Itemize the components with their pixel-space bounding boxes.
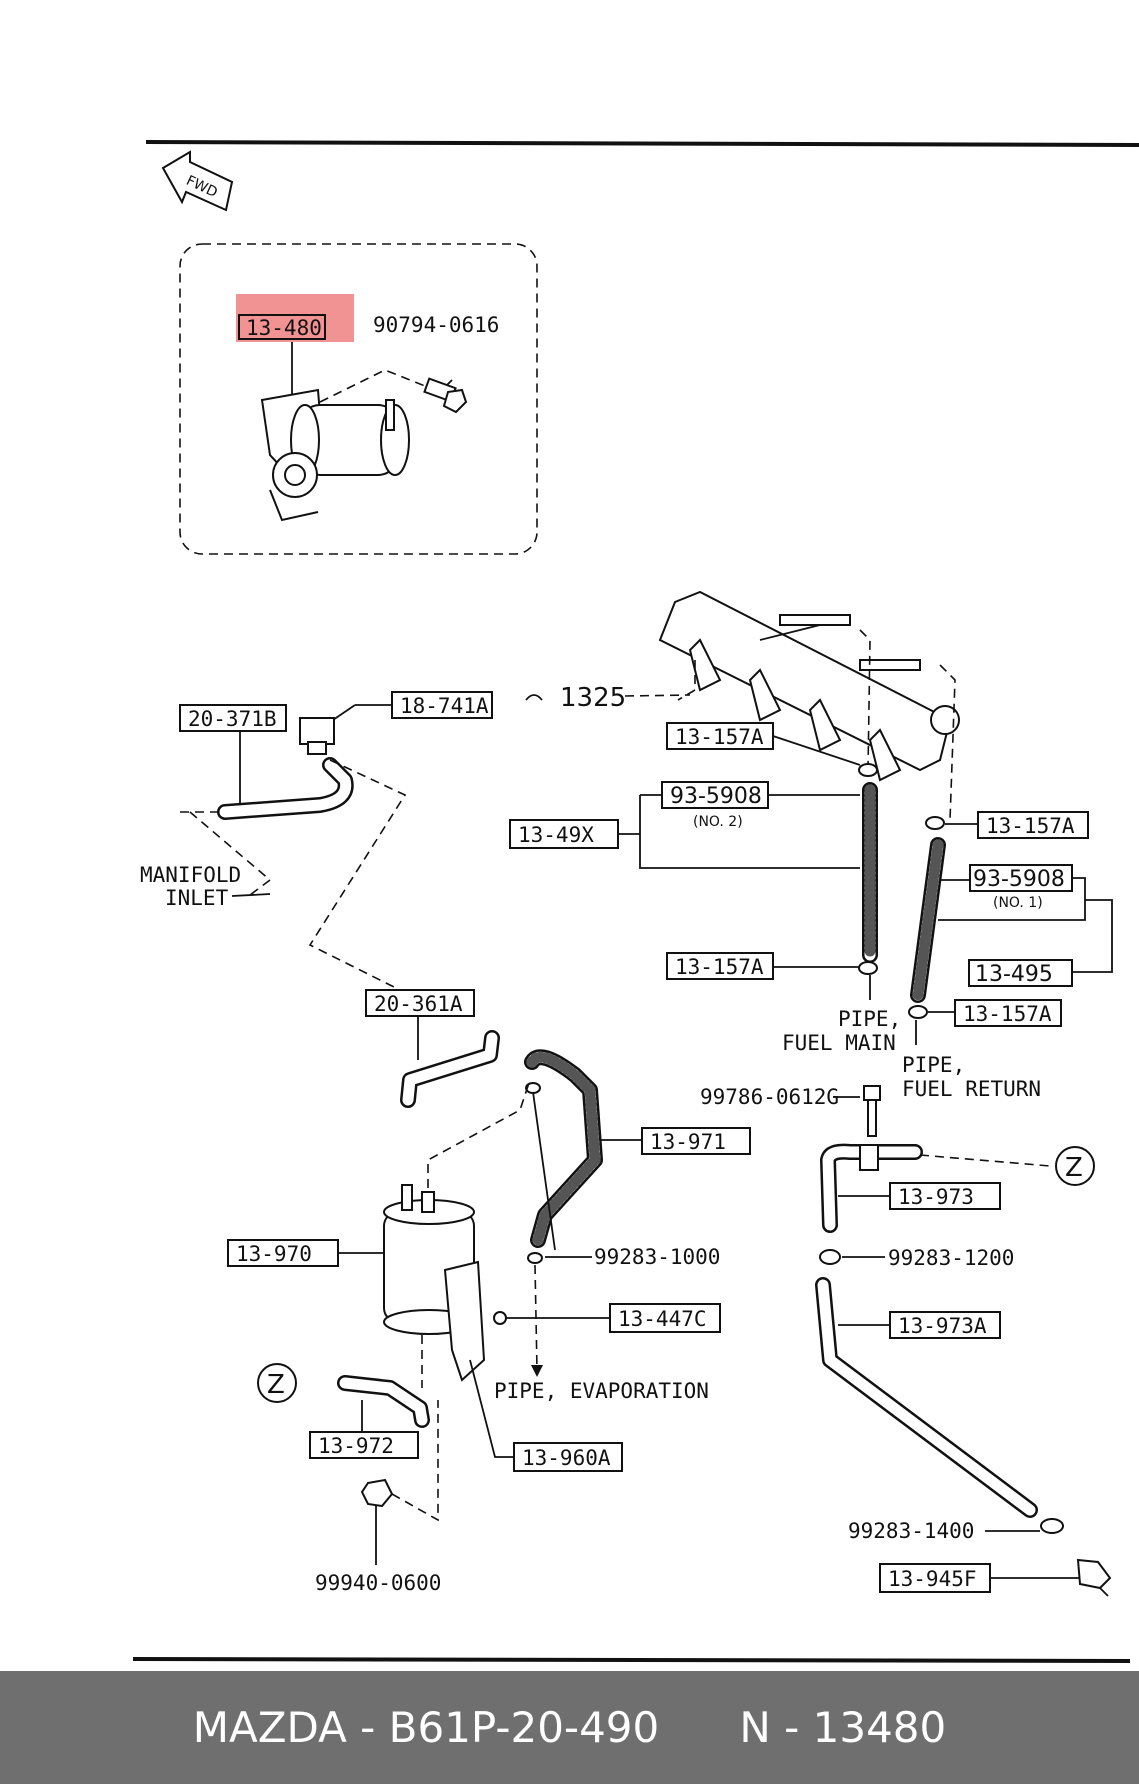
label-inlet: INLET: [165, 886, 229, 910]
label-99940-0600: 99940-0600: [315, 1571, 441, 1595]
label-13-945F[interactable]: 13-945F: [888, 1567, 977, 1591]
fuel-filter-detail-box: [179, 243, 538, 555]
box-13-971[interactable]: [641, 1127, 751, 1155]
label-99283-1000: 99283-1000: [594, 1245, 720, 1269]
label-z-left: Z: [267, 1370, 285, 1400]
nut-99940-0600-icon: [360, 1478, 394, 1508]
label-13-972[interactable]: 13-972: [318, 1434, 394, 1458]
charcoal-canister-icon[interactable]: [383, 1184, 486, 1382]
label-z-right: Z: [1065, 1153, 1083, 1183]
clamp-icon: [908, 1005, 928, 1019]
pipe-13-973-icon: [820, 1143, 923, 1233]
box-13-157A-3[interactable]: [666, 952, 774, 980]
ref-z-right-icon: [1055, 1146, 1095, 1186]
hose-20-361A-icon: [400, 1030, 500, 1108]
label-13-49X[interactable]: 13-49X: [518, 823, 594, 847]
top-rule: [145, 140, 1139, 147]
label-20-361A[interactable]: 20-361A: [374, 992, 463, 1016]
label-13-157A-4[interactable]: 13-157A: [963, 1002, 1052, 1026]
label-99283-1400: 99283-1400: [848, 1519, 974, 1543]
clamp-icon: [925, 816, 945, 830]
label-fuel-return: FUEL RETURN: [902, 1077, 1041, 1101]
label-13-971[interactable]: 13-971: [650, 1130, 726, 1154]
bolt-99786-0612G-icon: [863, 1085, 881, 1137]
label-pipe-evaporation: PIPE, EVAPORATION: [494, 1379, 709, 1403]
box-13-480[interactable]: [238, 314, 326, 340]
label-pipe-b: PIPE,: [902, 1053, 965, 1077]
part-number-footer: MAZDA - B61P-20-490 N - 13480: [0, 1671, 1139, 1784]
label-pipe-a: PIPE,: [838, 1007, 901, 1031]
label-20-371B[interactable]: 20-371B: [188, 707, 277, 731]
ref-1325-icon: [525, 694, 543, 701]
fuel-system-diagram: FWD 13-480 90794-0616: [132, 140, 1139, 1663]
vacuum-hose-icon: [217, 757, 354, 820]
fuel-hose-no1-icon: [910, 837, 946, 1003]
label-13-447C[interactable]: 13-447C: [618, 1307, 707, 1331]
hose-13-972-icon: [337, 1375, 430, 1428]
label-no1: (NO. 1): [993, 895, 1043, 911]
fwd-arrow-icon: FWD: [161, 150, 234, 212]
hose-13-971-icon: [524, 1049, 603, 1248]
label-fuel-main: FUEL MAIN: [782, 1031, 896, 1055]
bolt-icon: [493, 1311, 507, 1325]
clamp-icon: [858, 763, 878, 777]
box-13-972[interactable]: [309, 1431, 419, 1459]
label-18-741A[interactable]: 18-741A: [400, 694, 489, 718]
bolt-90794-0616-icon: [423, 377, 468, 414]
label-13-973[interactable]: 13-973: [898, 1185, 974, 1209]
clamp-icon: [819, 1249, 841, 1265]
label-93-5908-a[interactable]: 93-5908: [670, 784, 762, 809]
ref-z-left-icon: [257, 1363, 297, 1403]
bottom-rule: [132, 1657, 1131, 1663]
label-13-157A-2[interactable]: 13-157A: [986, 814, 1075, 838]
label-99786-0612G: 99786-0612G: [700, 1085, 839, 1109]
label-13-970[interactable]: 13-970: [236, 1242, 312, 1266]
box-13-157A-4[interactable]: [954, 999, 1062, 1027]
box-20-371B[interactable]: [179, 704, 287, 732]
clamp-icon: [858, 961, 878, 975]
label-13-157A-1[interactable]: 13-157A: [675, 725, 764, 749]
pipe-13-973A-icon: [815, 1277, 1038, 1518]
box-20-361A[interactable]: [365, 989, 475, 1017]
fuel-filter-icon[interactable]: [260, 342, 436, 522]
label-manifold: MANIFOLD: [140, 863, 241, 887]
footer-brand-part: MAZDA - B61P-20-490: [192, 1703, 660, 1752]
label-13-973A[interactable]: 13-973A: [898, 1314, 987, 1338]
box-13-495[interactable]: [968, 959, 1073, 987]
fitting-13-945F-icon: [1076, 1558, 1112, 1597]
label-13-480[interactable]: 13-480: [246, 316, 322, 340]
label-13-960A[interactable]: 13-960A: [522, 1446, 611, 1470]
label-no2: (NO. 2): [693, 814, 743, 830]
clamp-icon: [527, 1252, 543, 1264]
label-13-495[interactable]: 13-495: [975, 962, 1053, 987]
footer-oem-ref: N - 13480: [739, 1703, 947, 1752]
clamp-icon: [1040, 1518, 1064, 1534]
highlight-13-480: [236, 294, 354, 342]
label-1325: 1325: [560, 683, 626, 713]
label-93-5908-b[interactable]: 93-5908: [973, 867, 1065, 892]
box-13-157A-2[interactable]: [977, 811, 1089, 839]
label-13-157A-3[interactable]: 13-157A: [675, 955, 764, 979]
solenoid-valve-icon: [299, 717, 335, 755]
fuel-rail-icon: [658, 590, 960, 821]
label-99283-1200: 99283-1200: [888, 1246, 1014, 1270]
label-90794-0616: 90794-0616: [373, 313, 499, 337]
